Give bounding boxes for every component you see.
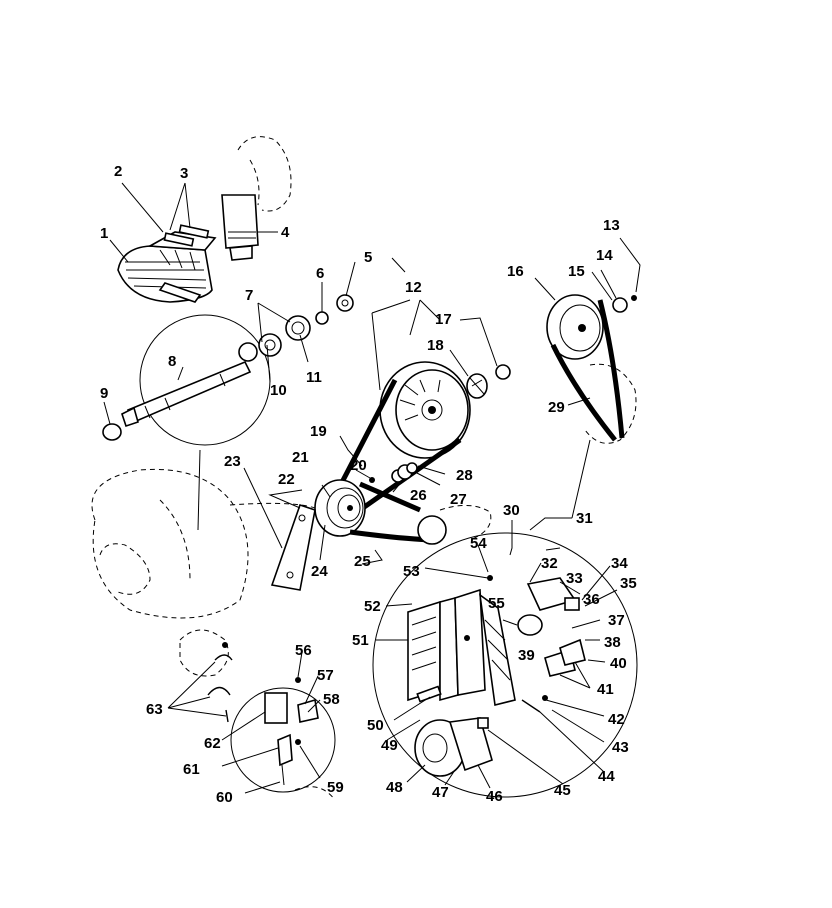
- label-52: 52: [364, 598, 381, 615]
- part-labels: 1 2 3 4 5 6 7 8 9 10 11 12 13 14 15 16 1…: [100, 163, 637, 806]
- label-42: 42: [608, 711, 625, 728]
- label-55: 55: [488, 595, 505, 612]
- large-pulley: [379, 361, 471, 459]
- shaft: [121, 360, 252, 428]
- label-43: 43: [612, 739, 629, 756]
- label-15: 15: [568, 263, 585, 280]
- label-49: 49: [381, 737, 398, 754]
- label-31: 31: [576, 510, 593, 527]
- label-62: 62: [204, 735, 221, 752]
- label-50: 50: [367, 717, 384, 734]
- label-60: 60: [216, 789, 233, 806]
- label-9: 9: [100, 385, 108, 402]
- label-13: 13: [603, 217, 620, 234]
- pulley-bearing: [466, 364, 511, 399]
- label-4: 4: [281, 224, 290, 241]
- snap-ring: [102, 423, 122, 441]
- small-washers: [391, 462, 418, 483]
- switch-assembly: [264, 677, 319, 786]
- label-2: 2: [114, 163, 122, 180]
- label-36: 36: [583, 591, 600, 608]
- bearings: [238, 294, 354, 362]
- label-19: 19: [310, 423, 327, 440]
- upper-pulley: [546, 294, 637, 360]
- label-44: 44: [598, 768, 615, 785]
- label-5: 5: [364, 249, 372, 266]
- upper-belt: [550, 299, 625, 442]
- label-59: 59: [327, 779, 344, 796]
- label-7: 7: [245, 287, 253, 304]
- bracket: [221, 194, 259, 261]
- label-22: 22: [278, 471, 295, 488]
- label-14: 14: [596, 247, 613, 264]
- ghost-outlines: [91, 136, 637, 801]
- label-53: 53: [403, 563, 420, 580]
- label-58: 58: [323, 691, 340, 708]
- blower-housing: [117, 231, 217, 303]
- clips: [163, 224, 210, 247]
- label-61: 61: [183, 761, 200, 778]
- label-11: 11: [306, 369, 322, 386]
- label-34: 34: [611, 555, 628, 572]
- tension-arm: [270, 503, 316, 591]
- label-29: 29: [548, 399, 565, 416]
- label-47: 47: [432, 784, 449, 801]
- label-32: 32: [541, 555, 558, 572]
- label-20: 20: [350, 457, 367, 474]
- label-46: 46: [486, 788, 503, 805]
- label-63: 63: [146, 701, 163, 718]
- label-23: 23: [224, 453, 241, 470]
- label-17: 17: [435, 311, 452, 328]
- wire-clips: [207, 642, 233, 723]
- label-8: 8: [168, 353, 176, 370]
- idler-pulley: [417, 515, 447, 545]
- label-35: 35: [620, 575, 637, 592]
- control-assembly: [407, 575, 586, 777]
- label-24: 24: [311, 563, 328, 580]
- label-45: 45: [554, 782, 571, 799]
- label-21: 21: [292, 449, 309, 466]
- label-1: 1: [100, 225, 108, 242]
- label-40: 40: [610, 655, 627, 672]
- label-12: 12: [405, 279, 422, 296]
- label-57: 57: [317, 667, 334, 684]
- label-41: 41: [597, 681, 614, 698]
- leader-lines: [103, 182, 641, 794]
- label-48: 48: [386, 779, 403, 796]
- label-27: 27: [450, 491, 467, 508]
- label-3: 3: [180, 165, 188, 182]
- label-18: 18: [427, 337, 444, 354]
- label-56: 56: [295, 642, 312, 659]
- label-16: 16: [507, 263, 524, 280]
- label-26: 26: [410, 487, 427, 504]
- label-33: 33: [566, 570, 583, 587]
- label-28: 28: [456, 467, 473, 484]
- label-39: 39: [518, 647, 535, 664]
- label-10: 10: [270, 382, 287, 399]
- label-25: 25: [354, 553, 371, 570]
- label-51: 51: [352, 632, 369, 649]
- label-6: 6: [316, 265, 324, 282]
- label-54: 54: [470, 535, 487, 552]
- label-38: 38: [604, 634, 621, 651]
- label-30: 30: [503, 502, 520, 519]
- label-37: 37: [608, 612, 625, 629]
